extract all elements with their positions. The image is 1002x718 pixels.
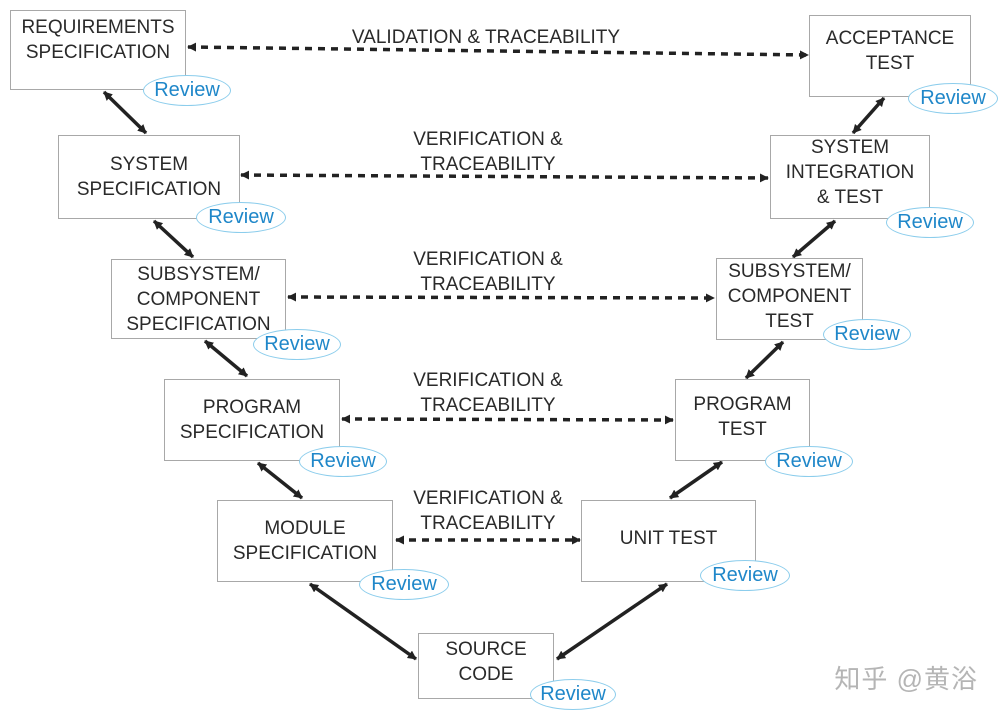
link-verification-2	[287, 292, 715, 303]
link-system-subsystem	[152, 219, 195, 259]
source-code-box: SOURCE CODE	[418, 633, 554, 699]
system-integration-test-box: SYSTEM INTEGRATION & TEST	[770, 135, 930, 219]
link-source-unit	[556, 582, 668, 661]
link-unit-program-test	[669, 460, 723, 500]
review-unit-test: Review	[700, 560, 790, 591]
program-specification-box: PROGRAM SPECIFICATION	[164, 379, 340, 461]
verification-label-3: VERIFICATION & TRACEABILITY	[413, 370, 563, 416]
link-subsystem-program	[203, 339, 249, 378]
link-verification-3	[341, 414, 674, 425]
verification-label-1: VERIFICATION & TRACEABILITY	[413, 129, 563, 175]
link-program-module	[256, 461, 304, 500]
watermark: 知乎 @黄浴	[834, 664, 978, 694]
link-integration-acceptance	[851, 96, 886, 135]
verification-label-4: VERIFICATION & TRACEABILITY	[413, 488, 563, 534]
link-requirements-system	[102, 90, 148, 135]
review-program-specification: Review	[299, 446, 387, 477]
system-specification-box: SYSTEM SPECIFICATION	[58, 135, 240, 219]
link-module-source	[308, 582, 418, 661]
link-subsystem-integration-test	[791, 219, 837, 259]
review-subsystem-specification: Review	[253, 329, 341, 360]
review-requirements: Review	[143, 75, 231, 106]
review-program-test: Review	[765, 446, 853, 477]
review-subsystem-component-test: Review	[823, 319, 911, 350]
subsystem-specification-box: SUBSYSTEM/ COMPONENT SPECIFICATION	[111, 259, 286, 339]
link-program-subsystem-test	[744, 340, 785, 380]
review-module-specification: Review	[359, 569, 449, 600]
review-source-code: Review	[530, 679, 616, 710]
review-system-specification: Review	[196, 202, 286, 233]
review-acceptance-test: Review	[908, 83, 998, 114]
link-verification-1	[240, 170, 769, 183]
review-system-integration-test: Review	[886, 207, 974, 238]
module-specification-box: MODULE SPECIFICATION	[217, 500, 393, 582]
requirements-specification-box: REQUIREMENTS SPECIFICATION	[10, 10, 186, 90]
validation-label: VALIDATION & TRACEABILITY	[351, 27, 621, 48]
verification-label-2: VERIFICATION & TRACEABILITY	[413, 249, 563, 295]
